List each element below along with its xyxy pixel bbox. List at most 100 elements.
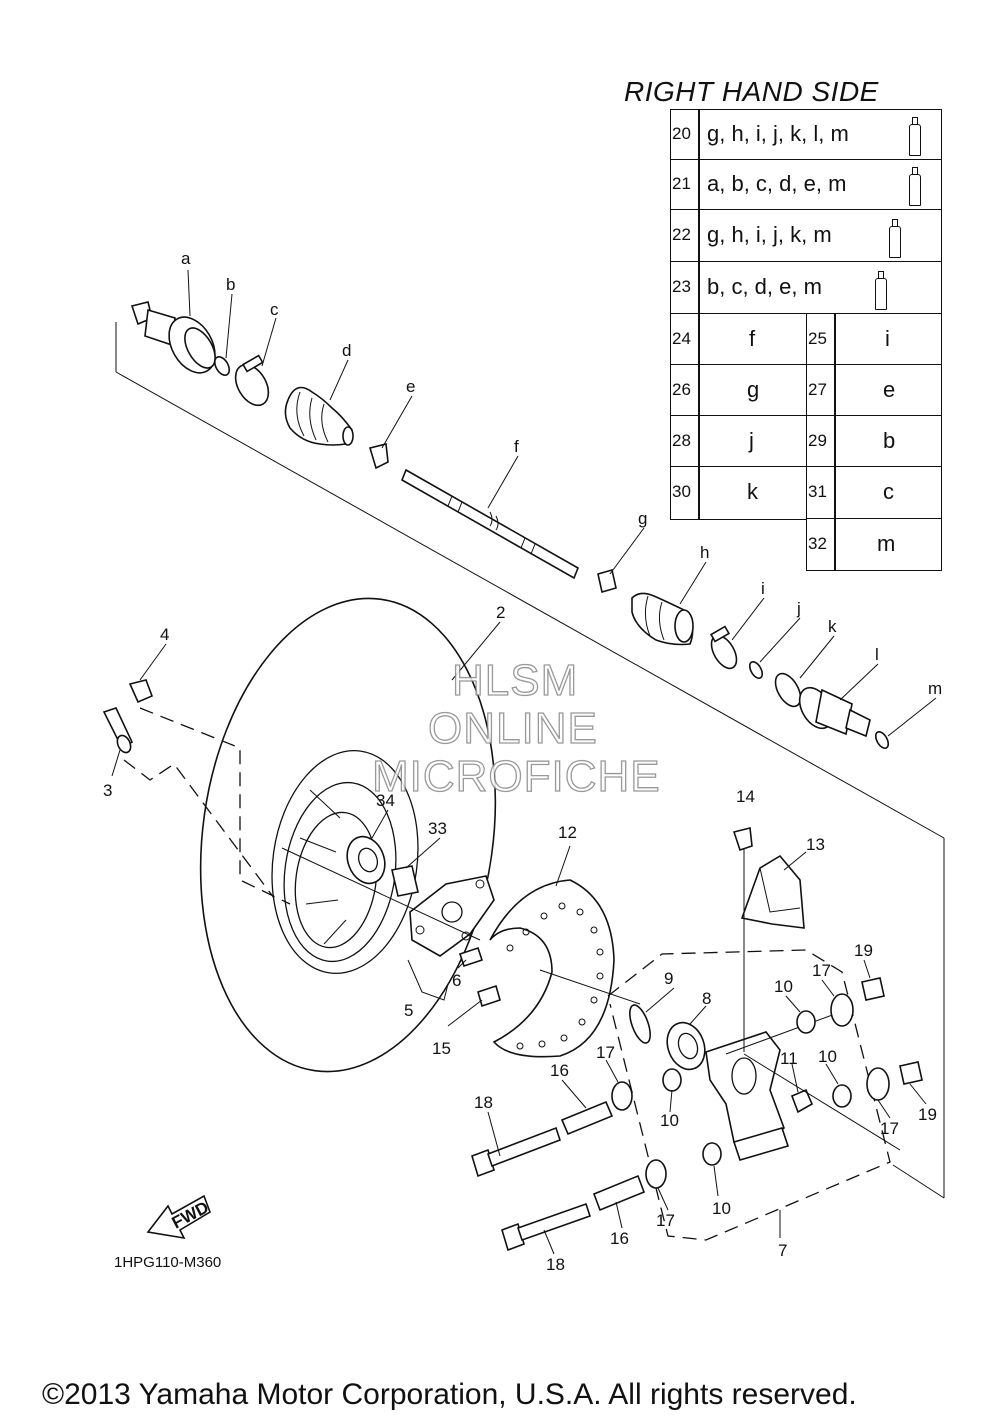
wheel-hub	[409, 875, 495, 957]
grease-tube-icon	[909, 167, 921, 206]
bushing-10-lower	[702, 1142, 722, 1166]
valve-stem	[102, 707, 134, 754]
table-row: 28 j	[670, 415, 808, 468]
label-10-d: 10	[712, 1199, 731, 1218]
label-14: 14	[736, 787, 755, 806]
valve-leader	[123, 707, 291, 905]
table-row: 26 g	[670, 364, 808, 417]
label-17-d: 17	[656, 1211, 675, 1230]
label-b: b	[226, 275, 235, 294]
bolt-14	[732, 827, 753, 852]
nut-19-upper	[861, 977, 885, 1001]
table-row: 30 k	[670, 466, 808, 520]
knuckle	[705, 1031, 790, 1161]
hub-bracket-5	[407, 959, 449, 1001]
label-18-b: 18	[546, 1255, 565, 1274]
forward-arrow: FWD	[146, 1194, 212, 1240]
label-2: 2	[496, 603, 505, 622]
circlip-9	[629, 1004, 651, 1044]
watermark-line-2: ONLINE	[427, 703, 598, 753]
drawing-code: 1HPG110-M360	[114, 1254, 222, 1271]
table-row: 29 b	[806, 415, 942, 468]
label-33: 33	[428, 819, 447, 838]
boot-band-g	[597, 568, 617, 594]
label-7: 7	[778, 1241, 787, 1260]
boot-d	[284, 386, 354, 446]
label-17-b: 17	[880, 1119, 899, 1138]
label-c: c	[270, 300, 279, 319]
label-l: l	[875, 645, 879, 664]
bolt-18-upper	[471, 1126, 562, 1178]
diagram-title: RIGHT HAND SIDE	[624, 76, 879, 107]
boot-band-c	[234, 354, 270, 407]
bushing-10-upper	[796, 1010, 816, 1034]
bushing-10-right	[832, 1084, 852, 1108]
label-10-c: 10	[660, 1111, 679, 1130]
collar-16-upper	[560, 1100, 614, 1136]
seal-17-right	[866, 1067, 890, 1101]
table-row: 20 g, h, i, j, k, l, m	[670, 109, 942, 161]
label-10-a: 10	[774, 977, 793, 996]
label-18-a: 18	[474, 1093, 493, 1112]
label-19-a: 19	[854, 941, 873, 960]
table-row: 32 m	[806, 518, 942, 571]
label-i: i	[761, 579, 765, 598]
label-12: 12	[558, 823, 577, 842]
bearing-34	[346, 835, 386, 885]
table-row: 25 i	[806, 313, 942, 366]
label-3: 3	[103, 781, 112, 800]
grease-tube-icon	[909, 117, 921, 156]
boot-band-i	[709, 625, 738, 670]
seal-17-mid	[611, 1081, 633, 1111]
stud-6	[458, 946, 484, 968]
grease-tube-icon	[889, 219, 901, 258]
label-k: k	[828, 617, 837, 636]
table-row: 22 g, h, i, j, k, m	[670, 209, 942, 263]
label-17-c: 17	[596, 1043, 615, 1062]
label-8: 8	[702, 989, 711, 1008]
bracket-13	[740, 854, 805, 929]
label-a: a	[181, 249, 191, 268]
label-11: 11	[780, 1049, 798, 1068]
label-15: 15	[432, 1039, 451, 1058]
drive-shaft-f	[400, 468, 580, 580]
circlip-b	[213, 356, 231, 376]
seal-17-low	[645, 1159, 667, 1189]
label-d: d	[342, 341, 351, 360]
table-row: 27 e	[806, 364, 942, 417]
label-g: g	[638, 509, 647, 528]
watermark-line-3: MICROFICHE	[371, 751, 661, 801]
seal-17-upper	[830, 993, 854, 1027]
label-9: 9	[664, 969, 673, 988]
label-6: 6	[452, 971, 461, 990]
label-17-a: 17	[812, 961, 831, 980]
label-j: j	[796, 599, 801, 618]
label-4: 4	[160, 625, 169, 644]
label-13: 13	[806, 835, 825, 854]
valve-cap	[128, 679, 154, 704]
label-f: f	[514, 437, 519, 456]
label-5: 5	[404, 1001, 413, 1020]
inner-cv-joint-l	[798, 686, 871, 738]
label-19-b: 19	[918, 1105, 937, 1124]
label-16-b: 16	[610, 1229, 629, 1248]
table-row: 31 c	[806, 466, 942, 520]
label-h: h	[700, 543, 709, 562]
table-row: 21 a, b, c, d, e, m	[670, 159, 942, 211]
circlip-j	[748, 661, 764, 679]
bearing-8	[666, 1021, 706, 1071]
boot-h	[631, 592, 694, 646]
ring-k	[774, 672, 802, 708]
table-row: 24 f	[670, 313, 808, 366]
bushing-10-left	[662, 1068, 682, 1092]
copyright-notice: ©2013 Yamaha Motor Corporation, U.S.A. A…	[42, 1378, 857, 1411]
boot-band-e	[368, 443, 389, 470]
label-10-b: 10	[818, 1047, 837, 1066]
label-34: 34	[376, 791, 395, 810]
grease-tube-icon	[875, 271, 887, 310]
hub-nut-33	[391, 865, 419, 897]
collar-16-lower	[592, 1174, 646, 1212]
assembly-frame-lines	[115, 322, 945, 1199]
knuckle-group-outline	[607, 949, 891, 1241]
